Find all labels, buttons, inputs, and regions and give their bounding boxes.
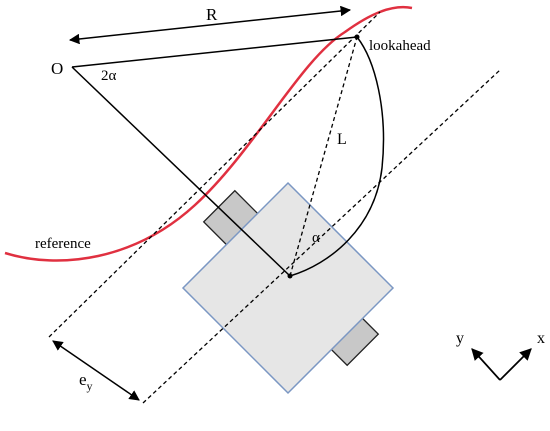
angle-label: α <box>312 230 320 246</box>
axis-x-label: x <box>537 330 545 347</box>
lookahead-point <box>354 34 360 40</box>
reference-label: reference <box>35 236 91 252</box>
radius-label: R <box>206 5 218 24</box>
origin-to-lookahead-line <box>71 36 358 68</box>
double-angle-label: 2α <box>101 68 117 84</box>
pursuit-arc <box>289 36 385 277</box>
axis-y-label: y <box>456 330 464 347</box>
vehicle-body <box>181 181 395 395</box>
vehicle-center-point <box>287 273 293 279</box>
reference-path <box>4 5 413 262</box>
origin-to-vehicle-line <box>71 66 291 277</box>
guide-line-upper <box>48 11 381 338</box>
origin-label: O <box>51 59 63 78</box>
radius-arrow <box>68 5 352 45</box>
lateral-error-base: e <box>79 370 87 389</box>
axes-icon <box>471 348 532 381</box>
lateral-error-label: ey <box>79 370 93 393</box>
lateral-error-subscript: y <box>87 379 93 393</box>
lookahead-distance-label: L <box>337 131 347 148</box>
guide-line-lower <box>142 69 501 404</box>
lookahead-distance-line <box>289 36 358 277</box>
lateral-error-arrow <box>52 340 140 401</box>
lookahead-label: lookahead <box>369 38 431 54</box>
